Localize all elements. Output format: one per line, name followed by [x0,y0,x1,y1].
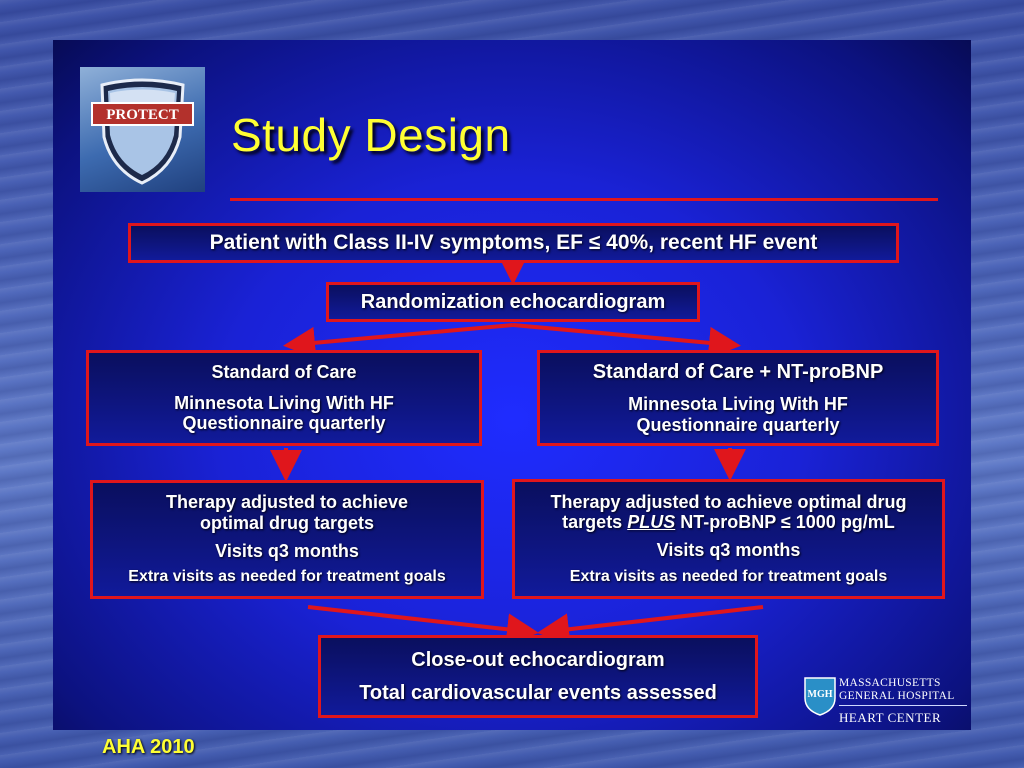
box-therapy-soc: Therapy adjusted to achieve optimal drug… [90,480,484,599]
box-therapy-nt: Therapy adjusted to achieve optimal drug… [512,479,945,599]
page-title: Study Design [231,109,511,161]
arrow-random-to-nt [512,323,741,359]
institution-name: MASSACHUSETTS GENERAL HOSPITAL [839,677,955,703]
box-close-out: Close-out echocardiogram Total cardiovas… [318,635,758,718]
protect-logo: PROTECT [80,67,205,192]
close-line1: Close-out echocardiogram [411,648,665,671]
footer-label: AHA 2010 [102,736,195,758]
nt-heading: Standard of Care + NT-proBNP [592,360,884,383]
title-divider [230,198,938,201]
therapy-nt-extra: Extra visits as needed for treatment goa… [569,567,888,585]
institution-line2: GENERAL HOSPITAL [839,690,955,702]
therapy-nt-line2-pre: targets [562,512,628,533]
institution-divider [839,705,967,706]
therapy-nt-visits: Visits q3 months [656,540,801,561]
close-line2: Total cardiovascular events assessed [359,681,717,704]
therapy-nt-line2-post: NT-proBNP ≤ 1000 pg/mL [675,512,895,533]
arrow-random-to-soc [283,323,514,359]
box-standard-of-care: Standard of Care Minnesota Living With H… [86,350,482,446]
mgh-seal-icon: MGH [804,677,836,716]
arrow-therapy1-to-close [307,605,539,646]
institution-line1: MASSACHUSETTS [839,677,941,689]
shield-icon: PROTECT [91,78,194,185]
therapy-soc-line1: Therapy adjusted to achieve [165,492,409,513]
therapy-nt-line1: Therapy adjusted to achieve optimal drug [550,491,907,512]
mgh-seal-text: MGH [808,689,833,700]
logo-text: PROTECT [106,107,179,123]
nt-line2: Questionnaire quarterly [636,414,840,435]
soc-line1: Minnesota Living With HF [174,392,394,413]
box-patient-criteria: Patient with Class II-IV symptoms, EF ≤ … [128,223,899,263]
patient-criteria-text: Patient with Class II-IV symptoms, EF ≤ … [209,230,818,254]
therapy-soc-visits: Visits q3 months [215,540,359,561]
therapy-soc-line2: optimal drug targets [199,512,374,533]
therapy-nt-line2: targets PLUS NT-proBNP ≤ 1000 pg/mL [562,512,895,533]
arrow-therapy2-to-close [537,605,764,646]
nt-line1: Minnesota Living With HF [628,393,848,414]
therapy-soc-extra: Extra visits as needed for treatment goa… [128,568,446,586]
box-randomization: Randomization echocardiogram [326,282,700,322]
box-soc-nt-probnp: Standard of Care + NT-proBNP Minnesota L… [537,350,939,446]
institution-sub: HEART CENTER [839,710,942,725]
soc-line2: Questionnaire quarterly [182,413,386,434]
randomization-text: Randomization echocardiogram [360,290,666,313]
slide-panel: PROTECT Study Design Patient with Class … [53,40,971,730]
therapy-nt-plus: PLUS [627,512,676,533]
soc-heading: Standard of Care [211,361,357,382]
flow-arrows [270,253,764,646]
institution-logo: MGH MASSACHUSETTS GENERAL HOSPITAL HEART… [801,674,971,730]
